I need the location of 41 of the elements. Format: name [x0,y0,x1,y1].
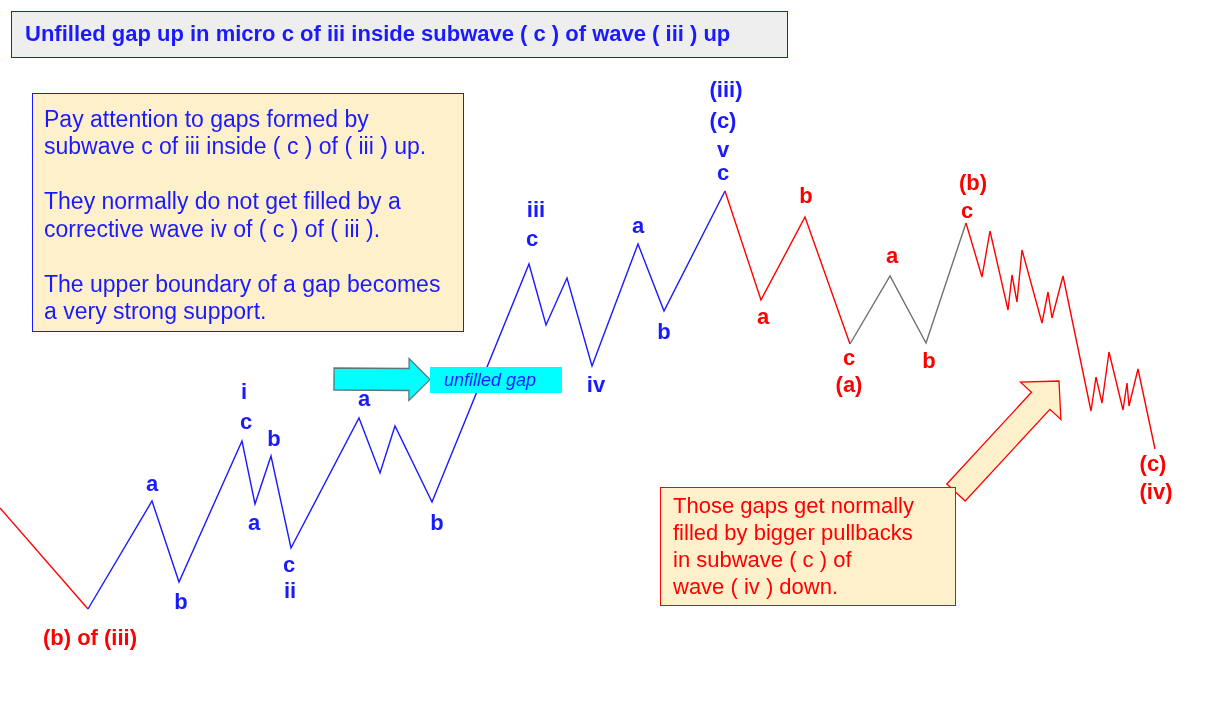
wave-label: iii [526,198,546,222]
wave-label: b [799,184,813,208]
wave-label: b [430,511,444,535]
wave-label: c [282,553,296,577]
title-banner: Unfilled gap up in micro c of iii inside subwave ( c ) of wave ( iii ) up [11,11,788,58]
wave-label: b [922,349,936,373]
note-box [660,487,956,606]
note-paragraph: The upper boundary of a gap becomes a very strong support. [44,270,442,326]
wave-label: b [657,320,671,344]
wave-label: (c) [709,109,737,133]
wave-label: a [145,472,159,496]
note-box [32,93,464,332]
wave-label: (iv) [1139,480,1173,504]
block-arrow [945,380,1062,502]
wave-label: (a) [835,373,863,397]
note-text: Those gaps get normally filled by bigger pullbacks in subwave ( c ) of wave ( iv ) down. [673,492,915,600]
callout-text: unfilled gap [444,369,537,392]
wave-label: b [267,427,281,451]
wave-label: a [631,214,645,238]
note-paragraph: They normally do not get filled by a corrective wave iv of ( c ) of ( iii ). [44,188,402,244]
wave-label: (b) of (iii) [42,626,138,650]
wave-label: c [525,227,539,251]
wave-label: c [960,199,974,223]
wave-label: v [716,138,730,162]
wave-label: (iii) [709,78,743,102]
wave-label: b [174,590,188,614]
wave-label: i [240,380,248,404]
gap-callout-box [430,367,562,393]
wave-label: a [885,244,899,268]
wave-label: c [716,161,730,185]
wave-label: c [842,346,856,370]
wave-label: (b) [958,171,988,195]
block-arrow [333,356,431,403]
wave-label: a [247,511,261,535]
note-paragraph: Pay attention to gaps formed by subwave c of iii inside ( c ) of ( iii ) up. [44,105,428,161]
wave-label: c [239,410,253,434]
wave-label: (c) [1139,452,1167,476]
wave-label: ii [283,579,297,603]
wave-label: iv [586,373,606,397]
wave-label: a [756,305,770,329]
wave-label: a [357,387,371,411]
